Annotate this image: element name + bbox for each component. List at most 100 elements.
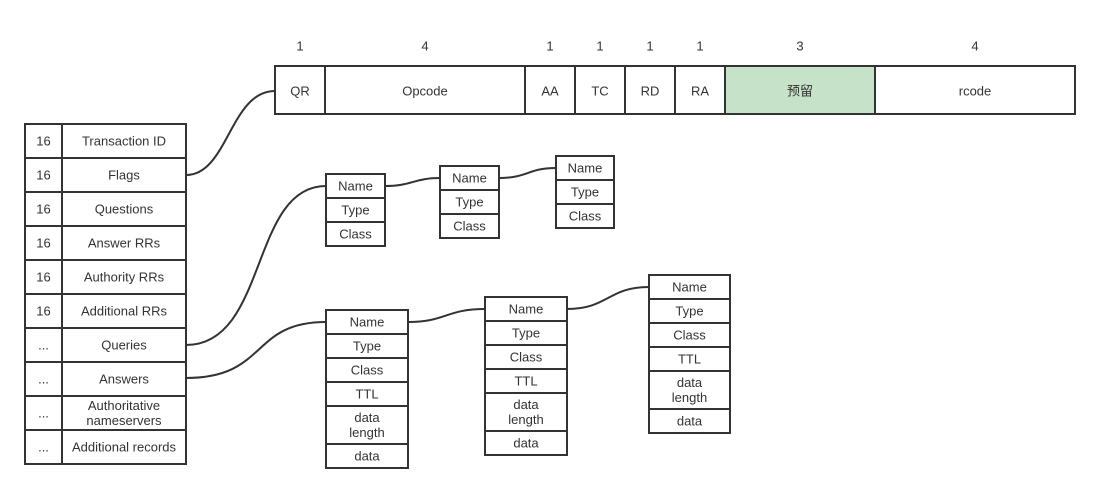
record-field-label: Type	[675, 304, 703, 319]
header-field-name: Transaction ID	[82, 134, 166, 149]
header-field-size: ...	[38, 372, 49, 387]
header-field-name: Answers	[99, 372, 149, 387]
header-field-name: Flags	[108, 168, 140, 183]
header-size-cell	[24, 361, 63, 397]
record-field-label-line-2: length	[672, 390, 707, 405]
answer-1-to-2-connector	[407, 308, 486, 323]
header-field-cell	[61, 327, 187, 363]
record-field-label-line-1: data	[513, 397, 539, 412]
header-field-name-line-2: nameservers	[86, 413, 162, 428]
record-field-label-line-1: data	[677, 375, 703, 390]
header-size-cell	[24, 259, 63, 295]
record-field-label: TTL	[514, 374, 537, 389]
record-field-label: Type	[455, 195, 483, 210]
record-field-cell	[648, 298, 731, 324]
record-field-label: data	[354, 449, 380, 464]
record-field-label: Type	[571, 185, 599, 200]
flag-bit-count: 1	[696, 39, 703, 54]
header-field-name: Additional records	[72, 440, 177, 455]
header-field-size: 16	[36, 270, 50, 285]
record-field-label: Class	[351, 363, 384, 378]
record-field-label: Name	[568, 161, 603, 176]
record-field-label: data	[513, 436, 539, 451]
record-field-cell	[484, 344, 568, 370]
flag-cell	[274, 65, 326, 115]
record-field-cell	[439, 189, 500, 215]
header-field-size: 16	[36, 202, 50, 217]
header-field-cell	[61, 293, 187, 329]
header-size-cell	[24, 429, 63, 465]
header-field-size: 16	[36, 304, 50, 319]
flag-cell	[724, 65, 876, 115]
record-field-cell	[439, 213, 500, 239]
record-field-cell	[325, 173, 386, 199]
record-field-cell	[648, 408, 731, 434]
record-field-label: Name	[350, 315, 385, 330]
header-field-name: Authority RRs	[84, 270, 165, 285]
flag-cell	[524, 65, 576, 115]
queries-to-query-connector	[185, 185, 327, 346]
flag-label: AA	[541, 84, 559, 99]
record-field-label: Type	[341, 203, 369, 218]
record-field-label: TTL	[355, 387, 378, 402]
flag-label: 预留	[787, 84, 813, 99]
flag-bit-count: 1	[646, 39, 653, 54]
flag-label: RA	[691, 84, 709, 99]
record-field-label-line-2: length	[349, 425, 384, 440]
flag-bit-count: 1	[596, 39, 603, 54]
header-field-cell	[61, 361, 187, 397]
record-field-label: Class	[510, 350, 543, 365]
record-field-cell	[484, 430, 568, 456]
flag-cell	[674, 65, 726, 115]
record-field-label: Class	[339, 227, 372, 242]
record-field-cell	[555, 203, 615, 229]
record-field-label: Type	[353, 339, 381, 354]
answer-2-to-3-connector	[566, 286, 650, 310]
record-field-label: Name	[672, 280, 707, 295]
header-field-name: Additional RRs	[81, 304, 167, 319]
query-2-to-3-connector	[498, 167, 557, 179]
flag-label: rcode	[959, 84, 992, 99]
record-field-cell	[325, 443, 409, 469]
header-field-cell	[61, 259, 187, 295]
flag-cell	[624, 65, 676, 115]
record-field-cell	[555, 179, 615, 205]
header-field-size: 16	[36, 134, 50, 149]
record-field-label: Class	[453, 219, 486, 234]
record-field-label: Name	[452, 171, 487, 186]
record-field-cell	[325, 221, 386, 247]
header-size-cell	[24, 293, 63, 329]
record-field-cell	[484, 392, 568, 432]
record-field-label: Type	[512, 326, 540, 341]
flag-label: QR	[290, 84, 310, 99]
header-field-name: Queries	[101, 338, 147, 353]
header-field-name: Answer RRs	[88, 236, 161, 251]
header-field-name: Questions	[95, 202, 154, 217]
record-field-label-line-2: length	[508, 412, 543, 427]
record-field-label: TTL	[678, 352, 701, 367]
header-field-cell	[61, 429, 187, 465]
record-field-label-line-1: data	[354, 410, 380, 425]
connector-lines	[185, 90, 650, 379]
record-field-label: Name	[338, 179, 373, 194]
flag-label: RD	[641, 84, 660, 99]
record-field-label: Name	[509, 302, 544, 317]
flag-bit-count: 1	[546, 39, 553, 54]
flag-bit-count: 4	[971, 39, 978, 54]
flag-bit-count: 1	[296, 39, 303, 54]
header-field-cell	[61, 395, 187, 431]
header-field-cell	[61, 191, 187, 227]
record-field-cell	[648, 370, 731, 410]
flag-bit-count: 4	[421, 39, 428, 54]
header-field-size: ...	[38, 440, 49, 455]
flag-cell	[324, 65, 526, 115]
header-field-size: ...	[38, 406, 49, 421]
flag-label: Opcode	[402, 84, 448, 99]
answers-to-answer-connector	[185, 321, 327, 379]
